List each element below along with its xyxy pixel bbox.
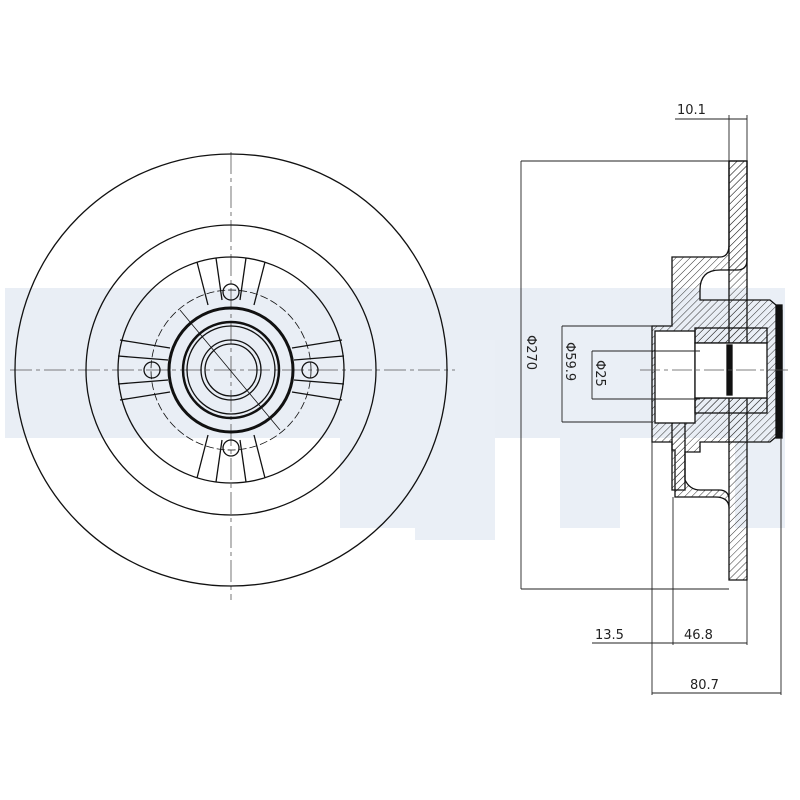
- dim-outer-diameter: Φ270: [523, 335, 538, 370]
- dim-overall-height: 80.7: [690, 678, 719, 693]
- section-view: [640, 160, 790, 581]
- dim-offset-left: 13.5: [595, 628, 624, 643]
- dim-center-bore: Φ59.9: [562, 342, 577, 381]
- dimension-lines: [520, 115, 782, 695]
- watermark-letter-block-h: [560, 288, 620, 528]
- dim-inner-bore: Φ25: [592, 360, 607, 387]
- watermark-letter-block-p: [415, 340, 495, 540]
- dim-hub-depth: 46.8: [684, 628, 713, 643]
- front-view: [10, 152, 455, 600]
- dim-disc-thickness: 10.1: [677, 103, 706, 118]
